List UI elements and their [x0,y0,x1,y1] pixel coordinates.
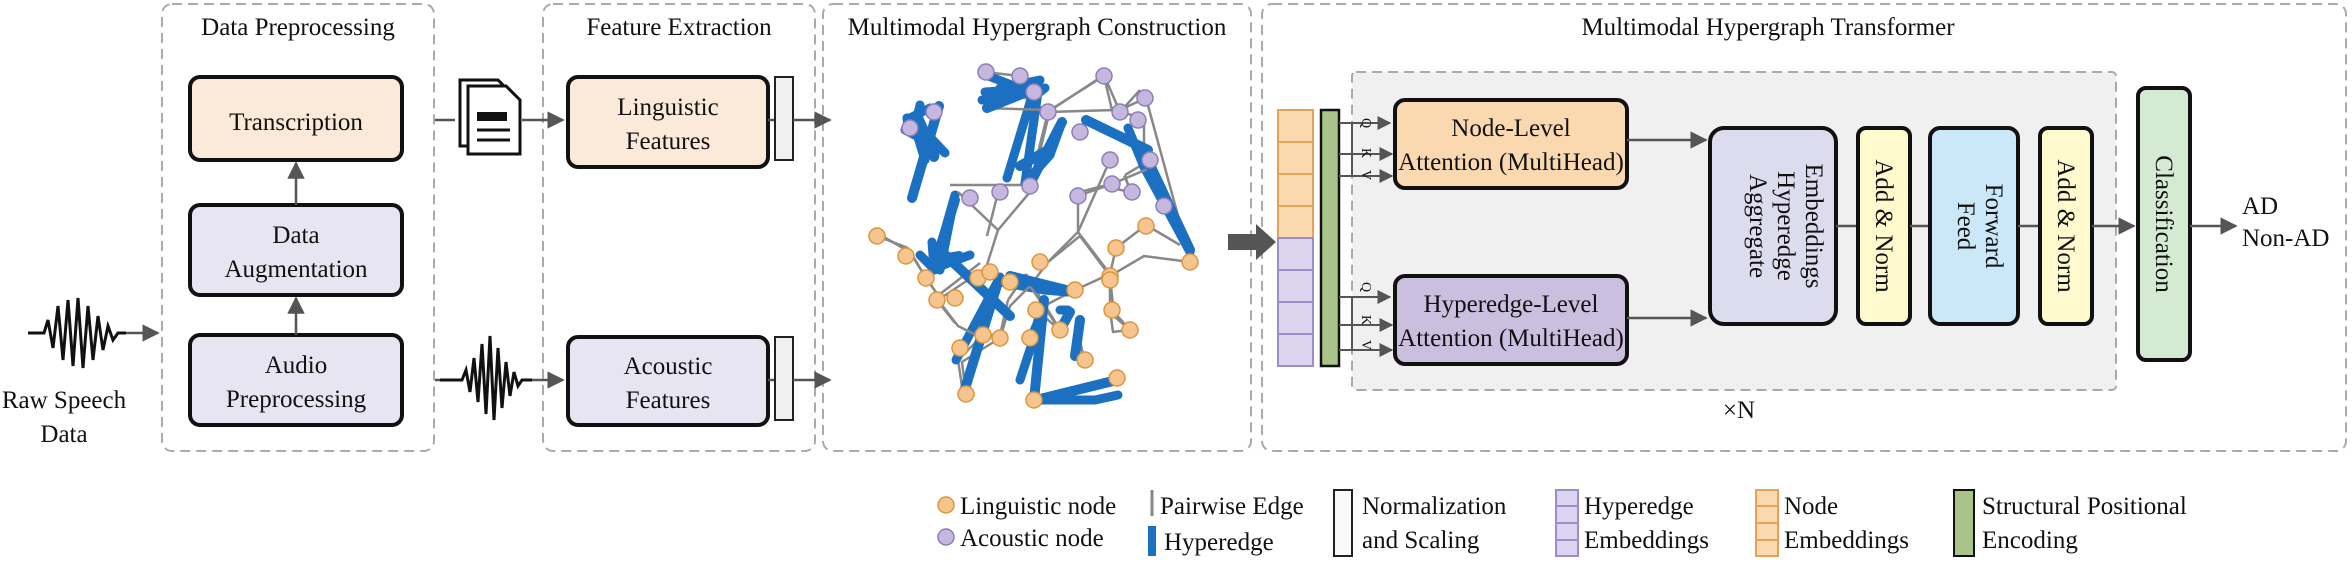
waveform-icon [28,297,126,369]
hyperedge-embeddings-stack [1277,237,1314,367]
legend-spe-2: Encoding [1982,527,2078,554]
legend-linguistic-node: Linguistic node [960,493,1116,520]
legend-node-embeddings-swatch [1755,489,1779,557]
hyperedge [1005,271,1079,297]
legend-spe-1: Structural Positional [1982,493,2187,520]
node-q-label: Q [1358,118,1373,128]
preprocessing-title: Data Preprocessing [201,14,395,41]
acoustic-features-label-1: Acoustic [624,353,713,380]
legend-node-embeddings-2: Embeddings [1784,527,1909,554]
transformer-title: Multimodal Hypergraph Transformer [1581,14,1955,41]
linguistic-features-label-1: Linguistic [617,94,718,121]
raw-speech-label-2: Data [40,421,87,448]
aggregate-label-3: Embeddings [1800,164,1827,289]
augmentation-label-1: Data [272,222,319,249]
hyperedge [1031,375,1122,405]
hypergraph-graph [868,63,1199,409]
acoustic-nodes [901,63,1173,215]
legend-hyperedge-embeddings-2: Embeddings [1584,527,1709,554]
feature-extraction-section [542,3,816,452]
hyperedge [1015,145,1053,171]
hyperedge [1070,315,1085,361]
hyperedge [1029,295,1049,405]
legend-spe-swatch [1953,489,1975,557]
hypergraph-construction-title: Multimodal Hypergraph Construction [848,14,1227,41]
node-attention-label-2: Attention (MultiHead) [1398,149,1624,176]
legend-hyperedge: Hyperedge [1164,529,1274,556]
feed-forward-label-2: Forward [1980,184,2007,269]
legend-hyperedge-embeddings-1: Hyperedge [1584,493,1694,520]
legend-acoustic-node-swatch [937,528,955,546]
linguistic-nodes [868,217,1199,409]
raw-speech-label: Raw Speech [2,387,127,414]
add-norm-2-label: Add & Norm [2052,159,2079,293]
legend-pairwise-edge: Pairwise Edge [1160,493,1304,520]
structural-positional-encoding-bar [1319,108,1341,368]
classification-block [2136,86,2192,362]
classification-label: Classification [2150,155,2177,293]
normalization-bar-acoustic [774,336,794,421]
construction-to-transformer-arrow [1228,224,1276,260]
hyperedge [935,195,960,253]
legend-acoustic-node: Acoustic node [960,525,1104,552]
normalization-bar-linguistic [774,76,794,161]
aggregate-label-1: Aggregate [1744,174,1771,278]
linguistic-features-label-2: Features [626,128,711,155]
output-non-ad-label: Non-AD [2242,225,2330,252]
hyper-v-label: V [1358,340,1373,350]
legend-node-embeddings-1: Node [1784,493,1838,520]
node-attention-block [1393,98,1629,190]
hyperedge [907,101,944,203]
hyperedge-attention-label-2: Attention (MultiHead) [1398,325,1624,352]
audio-preprocessing-label-1: Audio [265,352,328,379]
audio-wave-icon [440,335,532,421]
audio-preprocessing-label-2: Preprocessing [226,386,367,413]
transcription-label: Transcription [229,109,363,136]
acoustic-features-label-2: Features [626,387,711,414]
hyperedge-attention-block [1393,274,1629,366]
transcription-block [188,75,404,162]
legend: Linguistic node Acoustic node Pairwise E… [937,489,2187,557]
hyper-q-label: Q [1358,282,1373,292]
repeat-n-label: ×N [1723,397,1755,424]
augmentation-label-2: Augmentation [224,256,368,283]
aggregate-label-2: Hyperedge [1772,171,1799,281]
node-embeddings-stack [1277,109,1314,239]
legend-hyperedge-embeddings-swatch [1555,489,1579,557]
legend-normalization-2: and Scaling [1362,527,1480,554]
document-icon [458,78,522,156]
preprocessing-section [161,3,435,452]
node-k-label: K [1358,148,1373,158]
node-v-label: V [1358,170,1373,180]
hyperedge-attention-label-1: Hyperedge-Level [1424,291,1599,318]
legend-normalization-1: Normalization [1362,493,1507,520]
legend-linguistic-node-swatch [937,496,955,514]
feature-extraction-title: Feature Extraction [586,14,772,41]
hyper-qkv-lines [1339,290,1394,357]
feed-forward-label-1: Feed [1952,202,1979,251]
legend-normalization-swatch [1333,489,1353,557]
node-attention-label-1: Node-Level [1451,115,1570,142]
linguistic-features-block [566,75,770,169]
hyper-k-label: K [1358,315,1373,325]
hyperedge [1081,115,1153,155]
node-qkv-lines [1339,116,1394,183]
output-ad-label: AD [2242,193,2278,220]
transformer-section [1261,3,2347,452]
add-norm-1-label: Add & Norm [1870,159,1897,293]
